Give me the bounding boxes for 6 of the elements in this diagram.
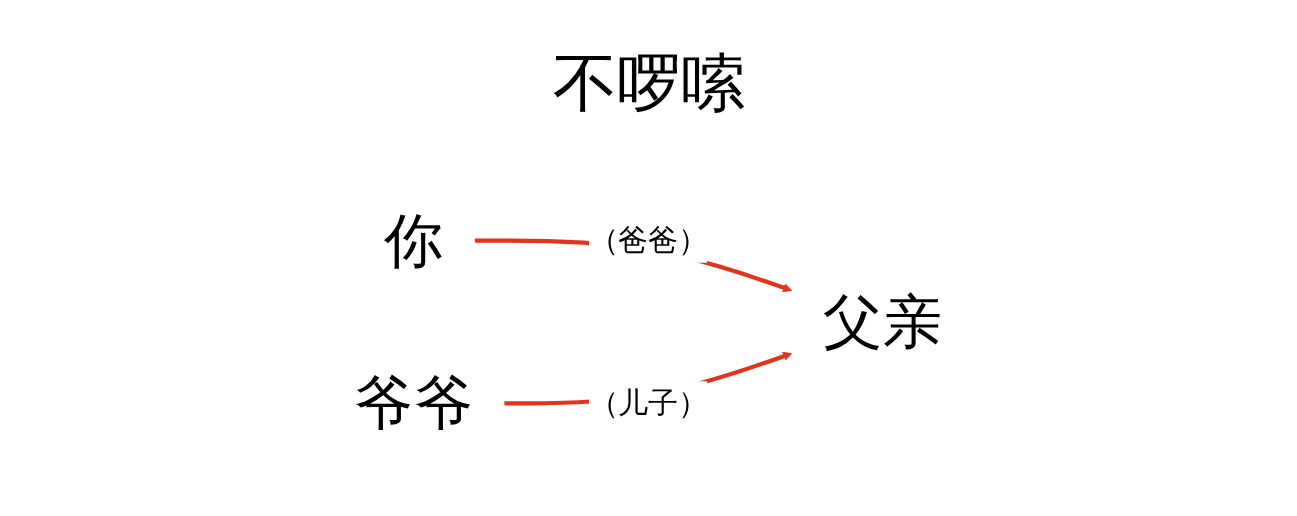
edge-label: （儿子）: [589, 385, 708, 419]
title: 不啰嗦: [552, 46, 745, 121]
node-text: 父亲: [823, 287, 943, 355]
edge-label: （爸爸）: [589, 223, 708, 257]
node-text: 爷爷: [354, 369, 474, 436]
node-text: 你: [384, 206, 444, 273]
